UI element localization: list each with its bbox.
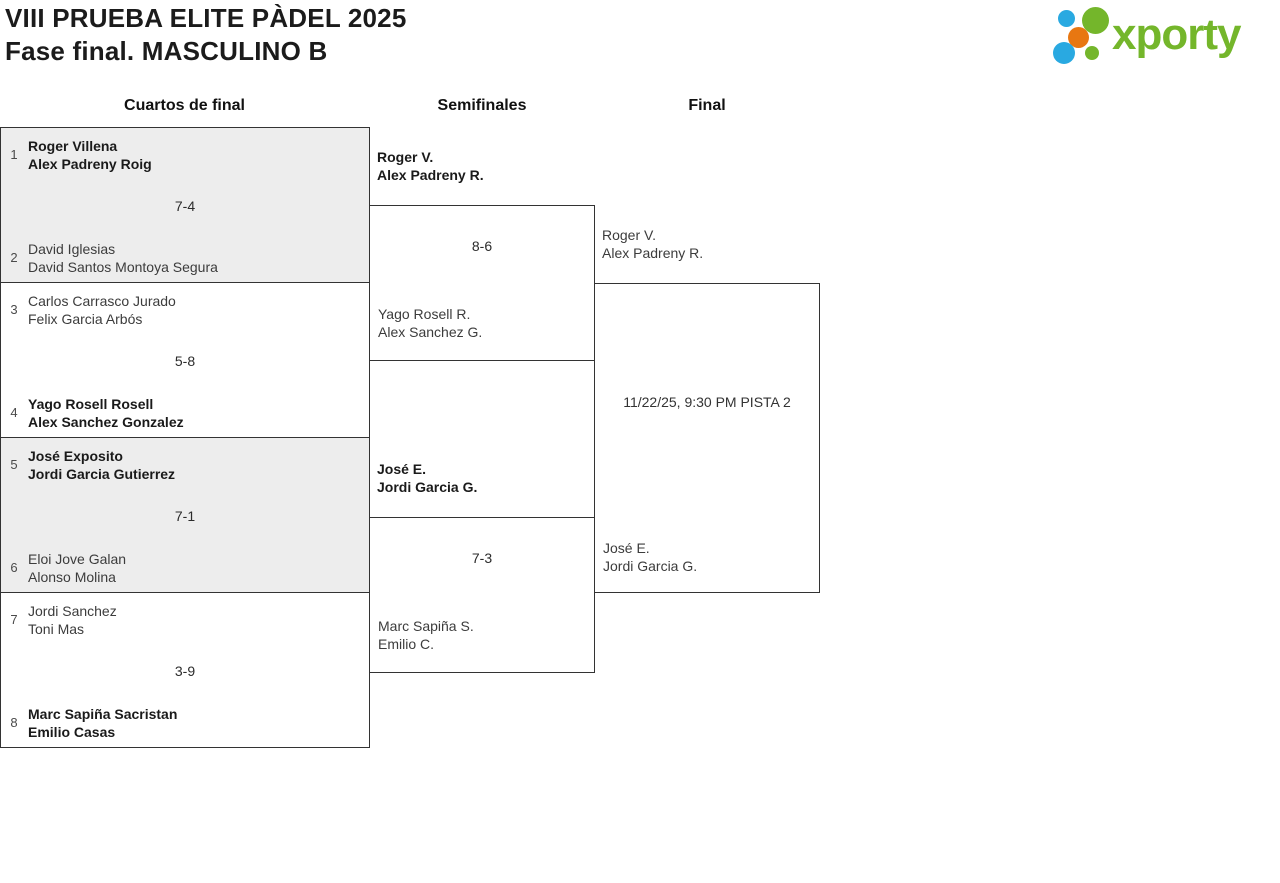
final-match: 11/22/25, 9:30 PM PISTA 2 José E. Jordi … (594, 283, 820, 593)
player-name: Alex Sanchez Gonzalez (28, 414, 184, 430)
team-names: Eloi Jove Galan Alonso Molina (28, 550, 126, 586)
seed-number: 4 (10, 405, 18, 420)
match-score: 8-6 (471, 238, 493, 254)
logo-dot-icon (1058, 10, 1075, 27)
round-header-semifinals: Semifinales (437, 97, 527, 114)
logo-dot-icon (1053, 42, 1075, 64)
player-name: José Exposito (28, 448, 123, 464)
team-names: Yago Rosell Rosell Alex Sanchez Gonzalez (28, 395, 184, 431)
player-name: David Santos Montoya Segura (28, 259, 218, 275)
player-name: Alex Padreny Roig (28, 156, 152, 172)
logo-wordmark: xporty (1112, 10, 1241, 59)
semifinal-1-team-top: Roger V. Alex Padreny R. (377, 148, 484, 184)
page-title: VIII PRUEBA ELITE PÀDEL 2025 Fase final.… (5, 2, 407, 68)
player-name: Alex Padreny R. (377, 167, 484, 183)
team-names: Carlos Carrasco Jurado Felix Garcia Arbó… (28, 292, 176, 328)
semifinal-match-1: 8-6 Yago Rosell R. Alex Sanchez G. (369, 205, 595, 361)
player-name: Felix Garcia Arbós (28, 311, 143, 327)
player-name: Roger V. (602, 227, 656, 243)
seed-number: 2 (10, 250, 18, 265)
quarterfinal-match-1: 1 Roger Villena Alex Padreny Roig 7-4 Da… (0, 127, 370, 283)
team-names: Yago Rosell R. Alex Sanchez G. (378, 305, 482, 341)
match-score: 7-1 (174, 508, 196, 524)
player-name: Jordi Garcia G. (603, 558, 698, 574)
match-score: 7-3 (471, 550, 493, 566)
player-name: Jordi Garcia Gutierrez (28, 466, 176, 482)
team-names: José Exposito Jordi Garcia Gutierrez (28, 447, 175, 483)
player-name: Emilio Casas (28, 724, 116, 740)
player-name: Alex Sanchez G. (378, 324, 483, 340)
player-name: Alonso Molina (28, 569, 116, 585)
player-name: Alex Padreny R. (602, 245, 704, 261)
final-team-bottom: José E. Jordi Garcia G. (603, 539, 697, 575)
player-name: Roger Villena (28, 138, 118, 154)
semifinal-2-team-top: José E. Jordi Garcia G. (377, 460, 477, 496)
round-header-quarterfinals: Cuartos de final (124, 97, 245, 114)
match-score: 7-4 (174, 198, 196, 214)
player-name: Eloi Jove Galan (28, 551, 127, 567)
seed-number: 6 (10, 560, 18, 575)
semifinal-match-2: 7-3 Marc Sapiña S. Emilio C. (369, 517, 595, 673)
player-name: Toni Mas (28, 621, 85, 637)
final-team-top: Roger V. Alex Padreny R. (602, 226, 703, 262)
player-name: José E. (377, 461, 427, 477)
team-names: Roger Villena Alex Padreny Roig (28, 137, 152, 173)
quarterfinal-match-4: 7 Jordi Sanchez Toni Mas 3-9 Marc Sapiña… (0, 592, 370, 748)
player-name: Yago Rosell R. (378, 306, 471, 322)
team-names: Jordi Sanchez Toni Mas (28, 602, 117, 638)
seed-number: 3 (10, 302, 18, 317)
player-name: Emilio C. (378, 636, 435, 652)
seed-number: 7 (10, 612, 18, 627)
logo-dot-icon (1085, 46, 1099, 60)
team-names: Marc Sapiña Sacristan Emilio Casas (28, 705, 177, 741)
team-names: David Iglesias David Santos Montoya Segu… (28, 240, 218, 276)
tournament-name: VIII PRUEBA ELITE PÀDEL 2025 (5, 3, 407, 33)
player-name: Jordi Sanchez (28, 603, 117, 619)
player-name: Marc Sapiña S. (378, 618, 474, 634)
phase-name: Fase final. MASCULINO B (5, 36, 328, 66)
player-name: Roger V. (377, 149, 434, 165)
player-name: Jordi Garcia G. (377, 479, 478, 495)
logo-dot-icon (1082, 7, 1109, 34)
quarterfinal-match-2: 3 Carlos Carrasco Jurado Felix Garcia Ar… (0, 282, 370, 438)
match-schedule: 11/22/25, 9:30 PM PISTA 2 (623, 394, 791, 410)
logo-dot-icon (1068, 27, 1089, 48)
team-names: Marc Sapiña S. Emilio C. (378, 617, 474, 653)
round-header-final: Final (688, 97, 726, 114)
player-name: Marc Sapiña Sacristan (28, 706, 178, 722)
match-score: 5-8 (174, 353, 196, 369)
seed-number: 5 (10, 457, 18, 472)
player-name: David Iglesias (28, 241, 116, 257)
player-name: Carlos Carrasco Jurado (28, 293, 176, 309)
seed-number: 1 (10, 147, 18, 162)
seed-number: 8 (10, 715, 18, 730)
xporty-logo[interactable]: xporty (1048, 4, 1276, 66)
player-name: José E. (603, 540, 650, 556)
quarterfinal-match-3: 5 José Exposito Jordi Garcia Gutierrez 7… (0, 437, 370, 593)
player-name: Yago Rosell Rosell (28, 396, 154, 412)
match-score: 3-9 (174, 663, 196, 679)
